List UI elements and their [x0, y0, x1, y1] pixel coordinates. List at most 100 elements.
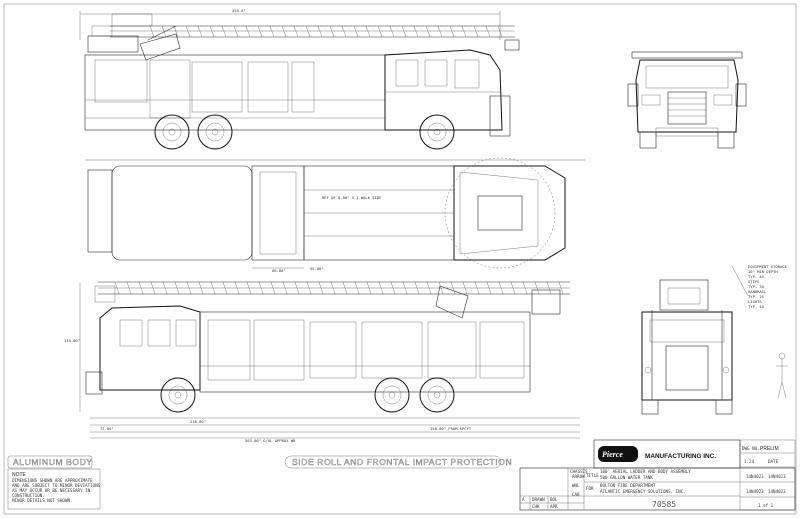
ladder-rung	[402, 281, 408, 295]
ladder-rung	[342, 281, 348, 295]
ladder-rung	[522, 281, 528, 295]
ladder-rung	[306, 281, 312, 295]
ladder-rung	[174, 281, 180, 295]
ladder-rung	[401, 25, 407, 38]
ladder-rung	[365, 25, 371, 38]
dim-height: 135.00"	[64, 338, 80, 343]
ladder-rung	[222, 281, 228, 295]
ladder-rung	[209, 25, 215, 38]
svg-text:CONSTRUCTION.: CONSTRUCTION.	[12, 493, 45, 498]
svg-text:14N4023: 14N4023	[746, 474, 764, 479]
svg-text:DATE: DATE	[768, 459, 779, 464]
svg-text:STEPS: STEPS	[748, 279, 760, 284]
banner-center: SIDE ROLL AND FRONTAL IMPACT PROTECTION	[284, 455, 512, 469]
svg-text:100' AERIAL LADDER AND BODY AS: 100' AERIAL LADDER AND BODY ASSEMBLY	[600, 469, 691, 474]
svg-text:70585: 70585	[652, 500, 676, 509]
svg-text:TYP. 3X: TYP. 3X	[748, 284, 765, 289]
aerial-ladder-top	[110, 13, 520, 51]
ladder-rung	[270, 281, 276, 295]
ladder-rung	[245, 25, 251, 38]
ladder-rung	[138, 281, 144, 295]
ladder-rung	[546, 281, 552, 295]
banner-left: ALUMINUM BODY	[7, 455, 93, 469]
ladder-rung	[293, 25, 299, 38]
rear-view: EQUIPMENT STORAGE 10" MIN DEPTH TYP. 4X …	[641, 264, 788, 415]
ladder-rung	[246, 281, 252, 295]
ladder-rung	[437, 25, 443, 38]
svg-text:APR: APR	[550, 504, 558, 509]
ladder-rung	[378, 281, 384, 295]
ladder-rung	[197, 25, 203, 38]
svg-text:TYP. 4X: TYP. 4X	[748, 304, 765, 309]
plan-view: REF OF 8.00" X 1 WALK SIDE 66.00" 55.00"	[85, 157, 585, 273]
ladder-rung	[330, 281, 336, 295]
side-view-bottom: 135.00" 218.00" 72.00" 158.00" FROM SPCF…	[64, 281, 580, 443]
ladder-rung	[281, 25, 287, 38]
svg-text:SIDE ROLL AND FRONTAL IMPACT P: SIDE ROLL AND FRONTAL IMPACT PROTECTION	[292, 457, 512, 467]
ladder-rung	[497, 25, 503, 38]
svg-text:14N4023: 14N4023	[768, 474, 786, 479]
ladder-rung	[413, 25, 419, 38]
ladder-rung	[185, 25, 191, 38]
ladder-rung	[269, 25, 275, 38]
svg-text:DIMENSIONS SHOWN ARE APPROXIMA: DIMENSIONS SHOWN ARE APPROXIMATE	[12, 478, 93, 483]
svg-text:500 GALLON WATER TANK: 500 GALLON WATER TANK	[600, 475, 653, 480]
ladder-rung	[318, 281, 324, 295]
wheels-bottom	[160, 377, 455, 413]
svg-text:NOTE: NOTE	[12, 472, 27, 478]
ladder-rung	[462, 281, 468, 295]
svg-text:WHL: WHL	[572, 483, 580, 488]
dim-overall-bottom: 503.00" O/AL APPROX WB	[245, 438, 296, 443]
ladder-rung	[438, 281, 444, 295]
svg-text:DWG NO.: DWG NO.	[742, 446, 760, 451]
svg-text:LIGHTS: LIGHTS	[748, 299, 762, 304]
ladder-rung	[317, 25, 323, 38]
ladder-rung	[294, 281, 300, 295]
ladder-rung	[161, 25, 167, 38]
ladder-rung	[449, 25, 455, 38]
dim-rear-overhang: 158.00" FROM SPCFT	[430, 426, 472, 431]
svg-text:CHASSIS: CHASSIS	[570, 469, 588, 474]
dim-wheelbase: 218.00"	[190, 419, 206, 424]
svg-text:TYP. 4X: TYP. 4X	[748, 274, 765, 279]
svg-text:CHK: CHK	[532, 504, 540, 509]
svg-text:A: A	[522, 497, 525, 502]
svg-text:PRELIM: PRELIM	[760, 446, 779, 452]
svg-text:TITLE: TITLE	[586, 473, 599, 478]
dim-plan-a: 66.00"	[272, 268, 286, 273]
svg-text:BOL: BOL	[550, 497, 558, 502]
ladder-rung	[474, 281, 480, 295]
ladder-rung	[498, 281, 504, 295]
scale-figure	[776, 352, 788, 399]
ladder-rung	[425, 25, 431, 38]
ladder-rung	[473, 25, 479, 38]
ladder-rung	[198, 281, 204, 295]
ladder-rung	[257, 25, 263, 38]
ladder-rung	[354, 281, 360, 295]
wheels-top	[154, 114, 455, 150]
ladder-rung	[461, 25, 467, 38]
ladder-rung	[234, 281, 240, 295]
svg-text:14N4023: 14N4023	[768, 489, 786, 494]
ladder-rung	[341, 25, 347, 38]
svg-text:MANUFACTURING INC.: MANUFACTURING INC.	[645, 453, 716, 460]
svg-text:DRAWN: DRAWN	[532, 497, 545, 502]
svg-text:Pierce: Pierce	[602, 450, 623, 459]
front-view	[627, 51, 747, 149]
ladder-rung	[149, 25, 155, 38]
svg-text:ATLANTIC EMERGENCY SOLUTIONS,: ATLANTIC EMERGENCY SOLUTIONS, INC.	[600, 489, 686, 494]
side-view-top: 455.0"	[79, 8, 520, 150]
svg-text:FOR: FOR	[586, 486, 594, 491]
ladder-rung	[305, 25, 311, 38]
svg-text:ARROW: ARROW	[572, 474, 585, 479]
ladder-rung	[126, 281, 132, 295]
svg-text:CAB: CAB	[572, 492, 580, 497]
svg-text:10" MIN DEPTH: 10" MIN DEPTH	[748, 269, 778, 274]
ladder-rung	[353, 25, 359, 38]
ladder-rung	[414, 281, 420, 295]
svg-text:1:24: 1:24	[744, 459, 755, 464]
dim-plan-b: 55.00"	[310, 266, 324, 271]
ladder-rung	[210, 281, 216, 295]
plan-note: REF OF 8.00" X 1 WALK SIDE	[322, 195, 382, 200]
